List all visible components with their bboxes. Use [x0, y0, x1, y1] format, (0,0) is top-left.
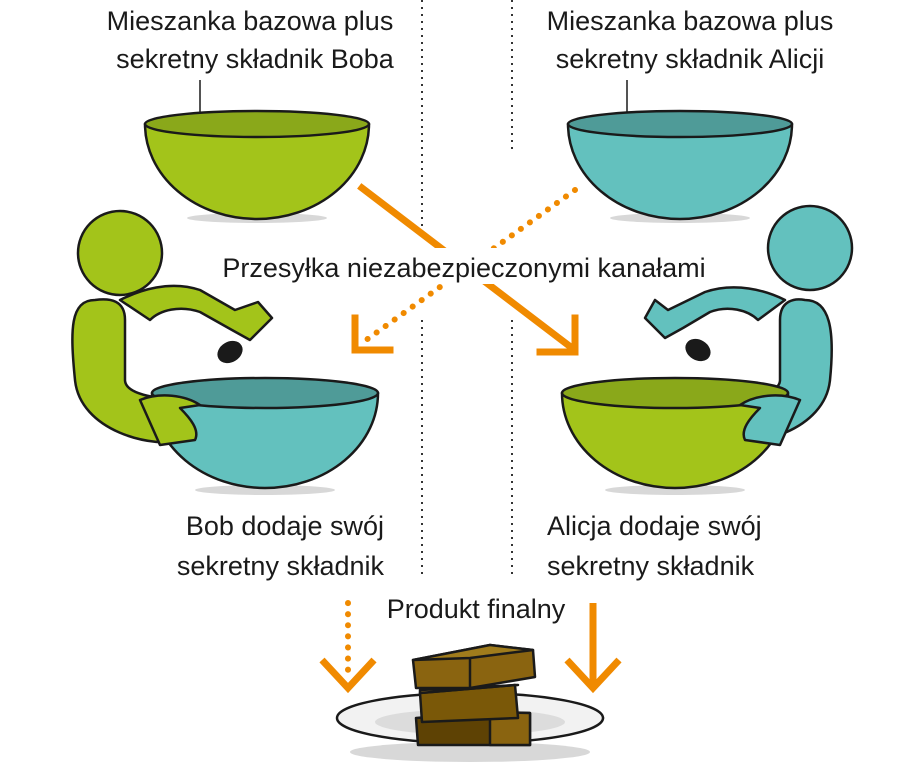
bob-adds-label-1: Bob dodaje swój [186, 511, 384, 541]
dotted-down-arrow-icon [319, 600, 377, 694]
bob-base-label-1: Mieszanka bazowa plus [107, 6, 394, 36]
alice-adds-label-2: sekretny składnik [547, 551, 755, 581]
alice-adds-label-1: Alicja dodaje swój [547, 511, 762, 541]
channel-label: Przesyłka niezabezpieczonymi kanałami [222, 253, 705, 283]
alice-mix-bowl-icon [566, 109, 794, 223]
bob-result-bowl-icon [138, 376, 380, 495]
alice-base-label-2: sekretny składnik Alicji [556, 44, 825, 74]
alice-base-label-1: Mieszanka bazowa plus [547, 6, 834, 36]
solid-down-arrow-icon [564, 603, 622, 694]
alice-result-bowl-icon [560, 376, 802, 495]
bob-mix-bowl-icon [143, 109, 371, 223]
bob-adds-label-2: sekretny składnik [177, 551, 385, 581]
plate-with-product-icon [335, 643, 605, 762]
final-product-label: Produkt finalny [387, 594, 566, 624]
bob-base-label-2: sekretny składnik Boba [116, 44, 395, 74]
